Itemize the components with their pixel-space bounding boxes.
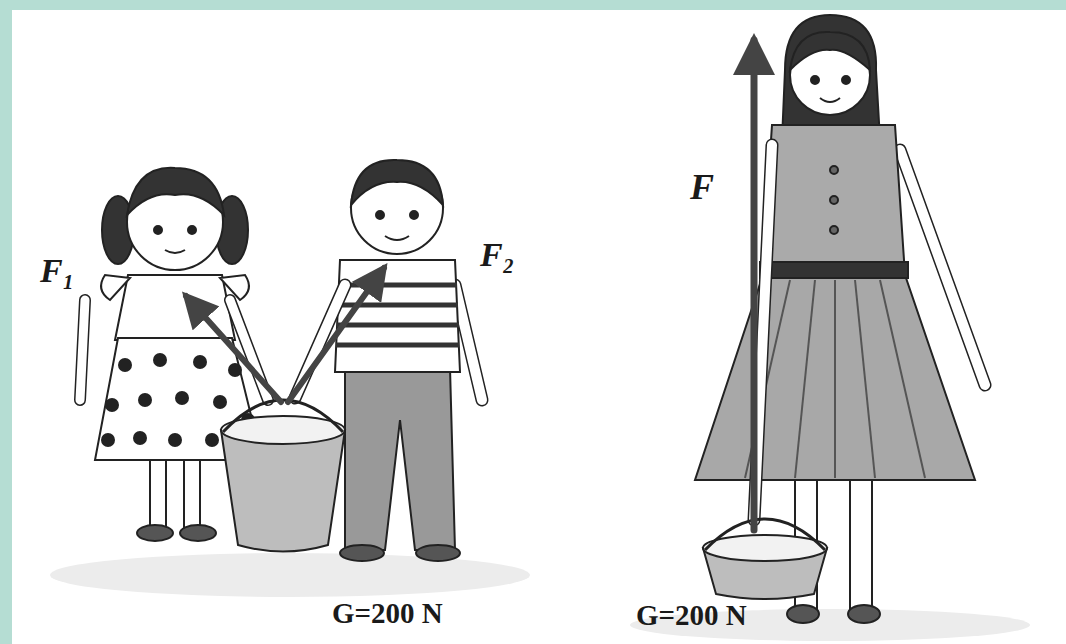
force-label: F₂ bbox=[480, 236, 515, 273]
force-label: F bbox=[690, 168, 714, 208]
force-arrow bbox=[751, 40, 758, 530]
ground-shadow bbox=[50, 553, 530, 597]
bucket bbox=[703, 519, 827, 599]
weight-label: G=200 N bbox=[636, 600, 747, 632]
force-label: F₁ bbox=[40, 252, 75, 289]
bucket bbox=[221, 400, 345, 552]
weight-label: G=200 N bbox=[332, 598, 443, 630]
force-arrows bbox=[186, 268, 384, 402]
woman-figure bbox=[695, 15, 985, 623]
